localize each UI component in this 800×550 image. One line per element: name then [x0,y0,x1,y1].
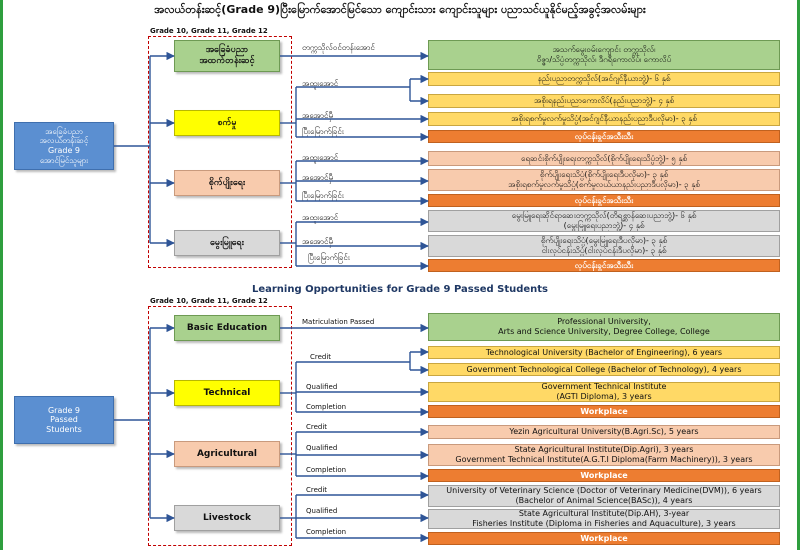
bottom-dest-basic: Professional University, Arts and Scienc… [428,313,780,341]
bottom-label-tech-completion: Completion [306,403,347,411]
top-category-agricultural: စိုက်ပျိုးရေး [174,170,280,196]
top-dest-tech-workplace: လုပ်ငန်းခွင်အသီးသီး [428,130,780,143]
top-label-matric: တက္ကသိုလ်ဝင်တန်းအောင် [302,43,375,52]
bottom-source-box: Grade 9 Passed Students [14,396,114,444]
top-dashed-boundary [148,36,292,268]
top-grade-label: Grade 10, Grade 11, Grade 12 [150,27,268,35]
bottom-label-agri-credit: Credit [306,423,328,431]
top-label-agri-credit: အထူးအောင် [302,153,339,162]
top-category-basic: အခြေခံပညာ အထက်တန်းဆင့် [174,40,280,72]
top-label-live-qualified: အအောင်မှီ [302,237,334,246]
top-dest-agri-workplace: လုပ်ငန်းခွင်အသီးသီး [428,194,780,207]
top-label-agri-completion: ပြီးမြောက်ခြင်း [302,191,344,200]
top-dest-agri-qualified: စိုက်ပျိုးရေးသိပ္ပံ(စိုက်ပျိုးရေးဒီပလိုမ… [428,169,780,191]
bottom-dest-agri-qualified: State Agricultural Institute(Dip.Agri), … [428,444,780,466]
top-label-tech-qualified: အအောင်မှီ [302,111,334,120]
bottom-category-technical: Technical [174,380,280,406]
top-label-agri-qualified: အအောင်မှီ [302,173,334,182]
top-dest-basic: အသက်မွေးဝမ်းကျောင်း တက္ကသိုလ်၊ ဝိဇ္ဇာ/သိ… [428,40,780,70]
top-dest-tech-credit-1: နည်းပညာတက္ကသိုလ်(အင်ဂျင်နီယာဘွဲ့)- ၆ နှစ… [428,72,780,86]
bottom-dest-tech-qualified: Government Technical Institute (AGTI Dip… [428,382,780,402]
bottom-dest-live-qualified: State Agricultural Institute(Dip.AH), 3-… [428,509,780,529]
bottom-dashed-boundary [148,306,292,546]
bottom-title: Learning Opportunities for Grade 9 Passe… [251,284,549,295]
bottom-label-live-completion: Completion [306,528,347,536]
top-dest-live-qualified: စိုက်ပျိုးရေးသိပ္ပံ(မွေးမြူရေးဒီပလိုမာ)-… [428,235,780,257]
bottom-label-live-qualified: Qualified [306,507,338,515]
top-dest-tech-credit-2: အစိုးရနည်းပညာကောလိပ်(နည်းပညာဘွဲ့)- ၄ နှစ… [428,94,780,108]
top-label-live-completion: ပြီးမြောက်ခြင်း [308,253,350,262]
bottom-dest-live-credit: University of Veterinary Science (Doctor… [428,485,780,507]
bottom-label-tech-credit: Credit [310,353,332,361]
top-source-box: အခြေခံပညာ အလယ်တန်းဆင့် Grade 9 အောင်မြင်… [14,122,114,170]
top-dest-agri-credit: ရေဆင်းစိုက်ပျိုးရေးတက္ကသိုလ်(စိုက်ပျိုးရ… [428,151,780,166]
bottom-category-livestock: Livestock [174,505,280,531]
bottom-label-tech-qualified: Qualified [306,383,338,391]
bottom-label-agri-qualified: Qualified [306,444,338,452]
bottom-label-agri-completion: Completion [306,466,347,474]
top-title: အလယ်တန်းဆင့်(Grade 9)ပြီးမြောက်အောင်မြင်… [154,3,646,16]
bottom-dest-tech-credit-2: Government Technological College (Bachel… [428,363,780,376]
bottom-label-live-credit: Credit [306,486,328,494]
bottom-dest-live-workplace: Workplace [428,532,780,545]
top-category-livestock: မွေးမြူရေး [174,230,280,256]
bottom-category-agricultural: Agricultural [174,441,280,467]
top-dest-live-workplace: လုပ်ငန်းခွင်အသီးသီး [428,259,780,272]
top-label-tech-credit: အထူးအောင် [302,79,339,88]
top-label-live-credit: အထူးအောင် [302,213,339,222]
bottom-category-basic: Basic Education [174,315,280,341]
top-label-tech-completion: ပြီးမြောက်ခြင်း [302,127,344,136]
bottom-grade-label: Grade 10, Grade 11, Grade 12 [150,297,268,305]
bottom-label-matric: Matriculation Passed [302,318,375,326]
bottom-dest-agri-credit: Yezin Agricultural University(B.Agri.Sc)… [428,425,780,439]
top-dest-live-credit: မွေးမြူရေးဆိုင်ရာဆေးတက္ကသိုလ်(တိရစ္ဆာန်ဆ… [428,210,780,232]
top-category-technical: စက်မှု [174,110,280,136]
